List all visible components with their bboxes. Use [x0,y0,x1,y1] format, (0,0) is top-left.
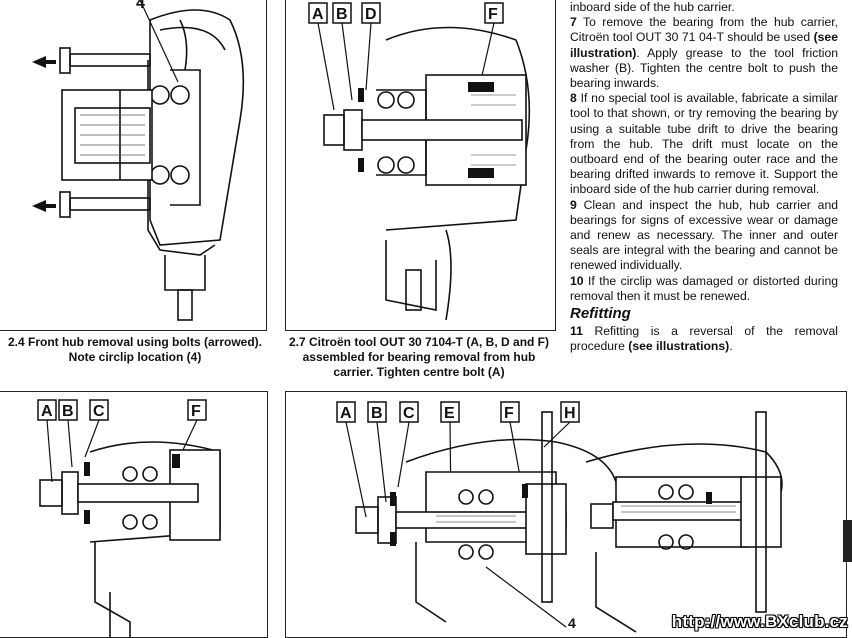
step-number: 7 [570,15,577,30]
tool-fitted-drawing: A B C F [37,399,221,637]
tool-label-a: A [41,403,53,420]
tool-label-f: F [504,405,514,422]
paragraph-text: To remove the bearing from the hub carri… [570,15,838,45]
paragraph-text: Clean and inspect the hub, hub carrier a… [570,197,838,273]
citroen-tool-drawing: A B D F [308,2,531,321]
paragraph-text: . Apply grease to the tool friction wash… [570,45,838,91]
step-number: 10 [570,273,584,288]
tool-label-b: B [336,6,348,23]
instruction-text: inboard side of the hub carrier. 7 To re… [570,0,838,354]
text-line: inboard side of the hub carrier. [570,0,735,14]
paragraph-9: 9 Clean and inspect the hub, hub carrier… [570,198,838,274]
paragraph-7: 7 To remove the bearing from the hub car… [570,15,838,91]
tool-label-a: A [340,405,352,422]
illustration-ref: (see illustrations) [628,339,730,354]
hub-removal-drawing: 4 [32,0,245,321]
caption-number: 2.7 [288,335,306,349]
figure-bearing-refit: A B C E F H 4 [285,391,847,638]
paragraph-text: Refitting is a reversal of the removal p… [570,324,838,354]
paragraph-10: 10 If the circlip was damaged or distort… [570,274,838,304]
tool-label-b: B [62,403,74,420]
step-number: 11 [570,324,583,339]
caption-text: Front hub removal using bolts (arrowed).… [24,335,263,364]
circlip-label: 4 [136,0,145,12]
figure-2-4: 4 [0,0,267,331]
tool-label-e: E [444,405,455,422]
tool-label-c: C [93,403,105,420]
paragraph-11: 11 Refitting is a reversal of the remova… [570,324,838,354]
paragraph-text: If the circlip was damaged or distorted … [570,273,838,303]
watermark: http://www.BXclub.cz [671,612,848,631]
tool-label-h: H [564,405,576,422]
tool-label-b: B [371,405,383,422]
circlip-label: 4 [568,615,576,631]
figure-2-4-caption: 2.4 Front hub removal using bolts (arrow… [5,335,265,365]
page-edge-tab [843,520,852,562]
paragraph-text: If no special tool is available, fabrica… [570,91,838,197]
figure-2-7: A B D F [285,0,556,331]
tool-label-f: F [191,403,201,420]
paragraph-text: . [729,339,733,354]
step-number: 8 [570,91,577,106]
step-number: 9 [570,197,577,212]
section-heading: Refitting [570,305,631,323]
paragraph-8: 8 If no special tool is available, fabri… [570,91,838,197]
illustration-ref: (see illustration) [570,30,838,60]
bearing-refit-drawing: A B C E F H 4 [336,401,783,633]
figure-2-7-caption: 2.7 Citroën tool OUT 30 7104-T (A, B, D … [281,335,557,380]
tool-label-f: F [488,6,498,23]
tool-label-a: A [312,6,324,23]
caption-number: 2.4 [7,335,25,349]
caption-text: Citroën tool OUT 30 7104-T (A, B, D and … [302,335,550,379]
tool-label-c: C [403,405,415,422]
figure-tool-fitted: A B C F [0,391,268,638]
tool-label-d: D [365,6,377,23]
